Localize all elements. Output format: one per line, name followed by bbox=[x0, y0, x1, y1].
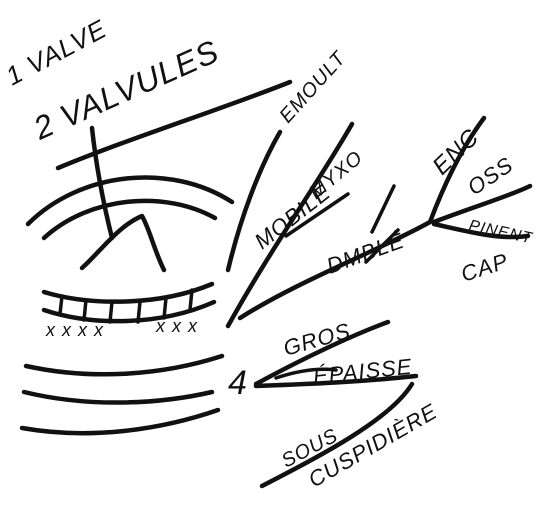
band-hatch-3 bbox=[110, 302, 112, 322]
band-hatch-6 bbox=[190, 290, 192, 310]
label-emoult: EMOULT bbox=[275, 47, 351, 128]
band-top bbox=[44, 284, 212, 302]
layer-line-3 bbox=[22, 410, 218, 433]
label-cap: CAP bbox=[458, 248, 512, 287]
valve-cusps bbox=[82, 216, 164, 270]
arch-inner bbox=[44, 201, 215, 238]
band-hatch-1 bbox=[60, 296, 62, 314]
cross-marks-right: x x x bbox=[155, 316, 198, 336]
label-epaisse: ÉPAISSE bbox=[312, 354, 414, 389]
label-myxo: MYXO bbox=[305, 147, 367, 204]
label-pinent: PINENT bbox=[467, 217, 534, 247]
tick-dmble bbox=[372, 186, 394, 232]
layer-line-2 bbox=[24, 392, 212, 403]
label-valve-1: 1 VALVE bbox=[1, 13, 112, 91]
band-hatch-5 bbox=[164, 298, 166, 318]
cross-marks-left: x x x x bbox=[45, 320, 104, 340]
label-number-4: 4 bbox=[228, 364, 248, 402]
layer-line-1 bbox=[26, 356, 222, 374]
band-hatch-2 bbox=[84, 300, 86, 320]
band-hatch-4 bbox=[138, 302, 140, 322]
